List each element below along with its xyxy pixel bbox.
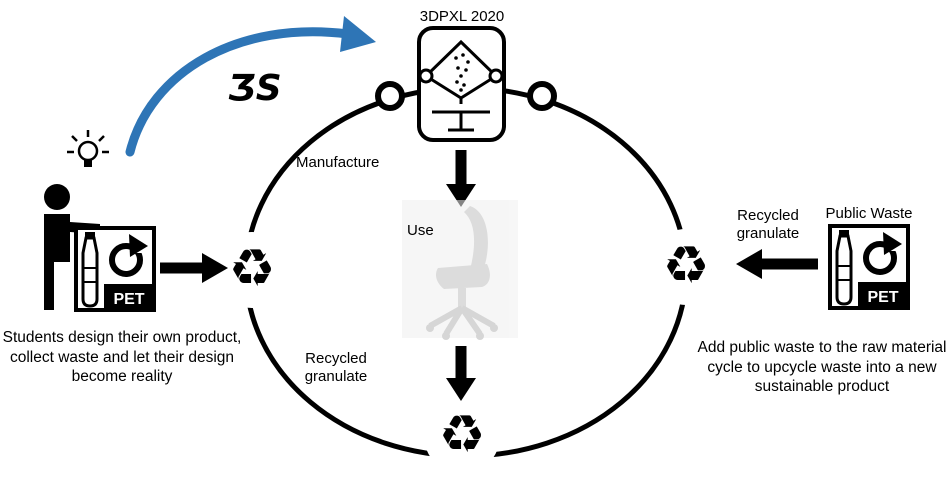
ring-gap-right: [648, 229, 724, 305]
circular-arrow-icon: [863, 232, 903, 275]
bottle-icon: [81, 232, 99, 308]
ring-gap-bottom: [424, 398, 500, 474]
design-flow-arrow: [125, 16, 376, 157]
manufacture-label: Manufacture: [296, 154, 380, 171]
printer-icon: [417, 26, 506, 142]
circular-arrow-icon: [109, 234, 149, 277]
ring-gap-left: [214, 232, 290, 308]
arrow-student-to-cycle: [160, 253, 228, 283]
pet-logo-right: PET: [828, 224, 910, 310]
recycle-icon-right: ♻: [662, 236, 710, 296]
chair-image: [402, 200, 518, 340]
pet-label: PET: [867, 289, 898, 306]
printer-label: 3DPXL 2020: [419, 8, 505, 25]
public-waste-label: Public Waste: [825, 205, 913, 222]
left-caption: Students design their own product, colle…: [2, 329, 242, 386]
ds-logo: ƷS: [228, 68, 282, 109]
use-label: Use: [407, 222, 434, 239]
lightbulb-icon: [67, 130, 109, 167]
pet-label: PET: [113, 291, 144, 308]
cycle-node-left: [375, 81, 405, 111]
recycle-icon-bottom: ♻: [438, 405, 486, 465]
right-caption: Add public waste to the raw material cyc…: [697, 339, 947, 396]
cycle-node-right: [527, 81, 557, 111]
arrow-waste-to-cycle: [736, 249, 818, 279]
granulate-dots: [454, 53, 470, 92]
pet-logo-left: PET: [74, 226, 156, 312]
recycled-granulate-right-label: Recycled granulate: [736, 207, 800, 243]
bottle-icon: [835, 230, 853, 306]
recycle-icon-left: ♻: [228, 239, 276, 299]
arrow-printer-to-use: [446, 150, 476, 207]
arrow-use-to-cycle: [446, 346, 476, 401]
recycled-granulate-left-label: Recycled granulate: [304, 350, 368, 386]
